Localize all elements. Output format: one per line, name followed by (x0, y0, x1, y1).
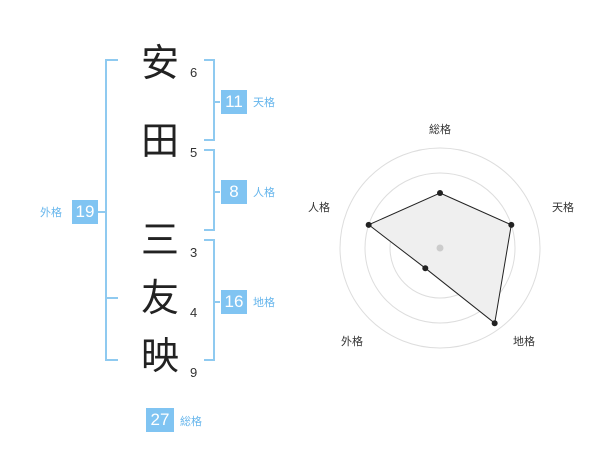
chikaku-label: 地格 (253, 296, 275, 309)
name-char-4: 友 (140, 276, 179, 320)
stroke-count-4: 4 (190, 305, 198, 320)
radar-point-3 (491, 320, 498, 327)
soukaku-value: 27 (146, 408, 174, 432)
tenkaku-bracket (204, 59, 215, 141)
radar-axis-label-chikaku: 地格 (513, 335, 535, 348)
name-char-2: 田 (140, 119, 179, 163)
radar-axis-label-jinkaku: 人格 (308, 201, 330, 214)
radar-axis-label-gaikaku: 外格 (341, 335, 363, 348)
radar-axis-label-tenkaku: 天格 (552, 201, 574, 214)
soukaku-label: 総格 (180, 415, 202, 428)
radar-center-dot (436, 244, 444, 252)
radar-point-2 (508, 221, 515, 228)
gaikaku-value: 19 (72, 200, 98, 224)
chikaku-bracket (204, 239, 215, 361)
name-char-3: 三 (140, 218, 179, 262)
gaikaku-label: 外格 (40, 206, 62, 219)
name-char-1: 安 (140, 41, 179, 85)
chikaku-value: 16 (221, 290, 247, 314)
radar-ring-4 (339, 147, 541, 349)
jinkaku-value: 8 (221, 180, 247, 204)
stroke-count-1: 6 (190, 65, 198, 80)
radar-ring-3 (364, 172, 516, 324)
jinkaku-label: 人格 (253, 186, 275, 199)
stroke-count-5: 9 (190, 365, 198, 380)
radar-point-5 (365, 221, 372, 228)
radar-axis-label-soukaku: 総格 (429, 123, 451, 136)
radar-point-1 (437, 190, 443, 196)
gaikaku-bracket (105, 59, 118, 361)
radar-polygon (367, 192, 512, 325)
radar-points (365, 190, 515, 327)
jinkaku-bracket (204, 149, 215, 231)
tenkaku-value: 11 (221, 90, 247, 114)
stroke-count-3: 3 (190, 245, 198, 260)
name-char-5: 映 (140, 334, 179, 378)
radar-point-4 (422, 265, 429, 272)
tenkaku-label: 天格 (253, 96, 275, 109)
stroke-count-2: 5 (190, 145, 198, 160)
